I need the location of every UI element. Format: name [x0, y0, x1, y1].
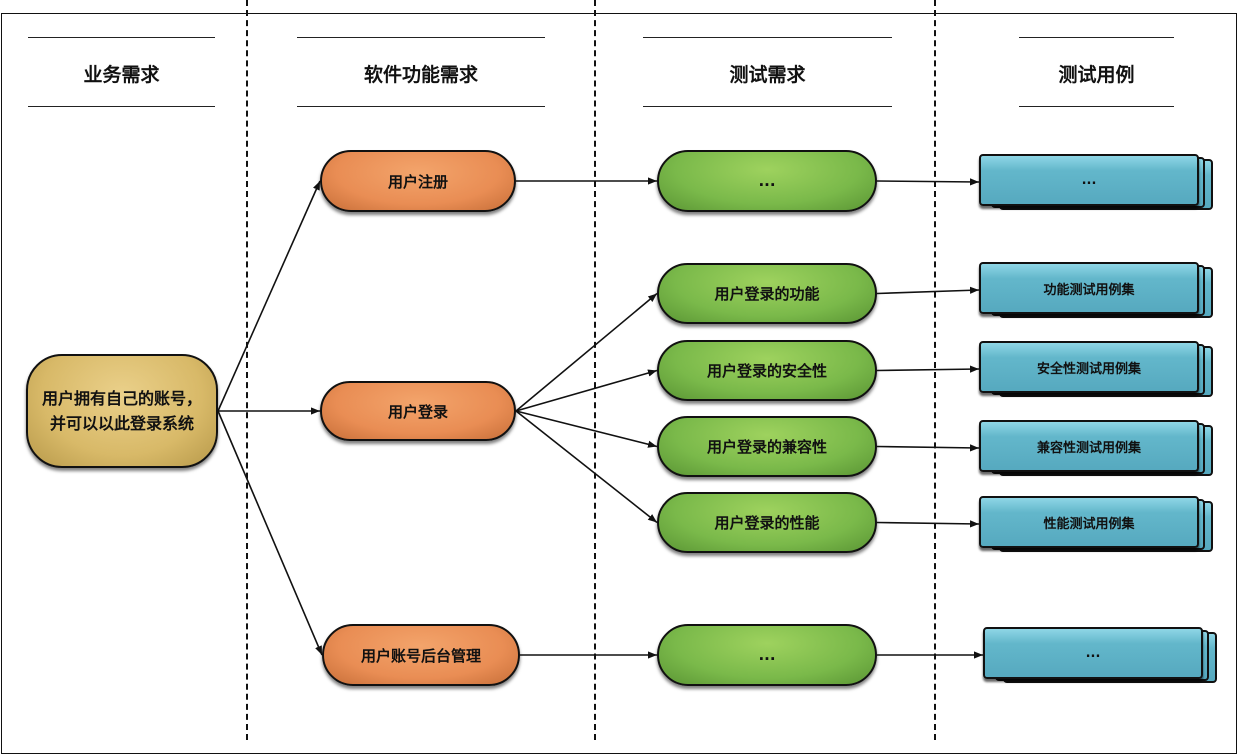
test-case-set[interactable]: ...: [983, 627, 1217, 683]
test-case-label: 功能测试用例集: [979, 262, 1199, 314]
test-requirement-node[interactable]: 用户登录的安全性: [657, 340, 877, 401]
test-requirement-node[interactable]: ...: [657, 150, 877, 212]
test-case-label: ...: [979, 154, 1199, 206]
test-case-set[interactable]: 兼容性测试用例集: [979, 420, 1213, 476]
header-rule: [297, 106, 545, 107]
business-requirement-node[interactable]: 用户拥有自己的账号，并可以以此登录系统: [26, 354, 218, 468]
test-case-set[interactable]: 性能测试用例集: [979, 496, 1213, 552]
test-requirement-node[interactable]: ...: [657, 624, 877, 686]
lane-divider: [934, 0, 936, 740]
lane-divider: [246, 0, 248, 740]
test-case-label: ...: [983, 627, 1203, 679]
column-title-test-requirements: 测试需求: [729, 64, 806, 86]
column-title-test-cases: 测试用例: [1058, 64, 1135, 86]
header-rule: [643, 106, 892, 107]
header-rule: [297, 37, 545, 38]
lane-divider: [594, 0, 596, 740]
test-case-label: 性能测试用例集: [979, 496, 1199, 548]
test-case-set[interactable]: 功能测试用例集: [979, 262, 1213, 318]
header-rule: [28, 106, 215, 107]
test-requirement-node[interactable]: 用户登录的兼容性: [657, 416, 877, 477]
column-title-software: 软件功能需求: [363, 64, 478, 86]
function-node-register[interactable]: 用户注册: [320, 150, 516, 212]
header-rule: [643, 37, 892, 38]
header-rule: [1019, 37, 1174, 38]
test-case-set[interactable]: 安全性测试用例集: [979, 341, 1213, 397]
test-case-label: 安全性测试用例集: [979, 341, 1199, 393]
test-requirement-node[interactable]: 用户登录的性能: [657, 492, 877, 553]
test-requirement-node[interactable]: 用户登录的功能: [657, 263, 877, 324]
column-title-business: 业务需求: [83, 64, 160, 86]
test-case-label: 兼容性测试用例集: [979, 420, 1199, 472]
function-node-login[interactable]: 用户登录: [320, 381, 516, 441]
function-node-account-admin[interactable]: 用户账号后台管理: [322, 624, 520, 686]
test-case-set[interactable]: ...: [979, 154, 1213, 210]
header-rule: [1019, 106, 1174, 107]
header-rule: [28, 37, 215, 38]
diagram-frame: [1, 13, 1237, 754]
